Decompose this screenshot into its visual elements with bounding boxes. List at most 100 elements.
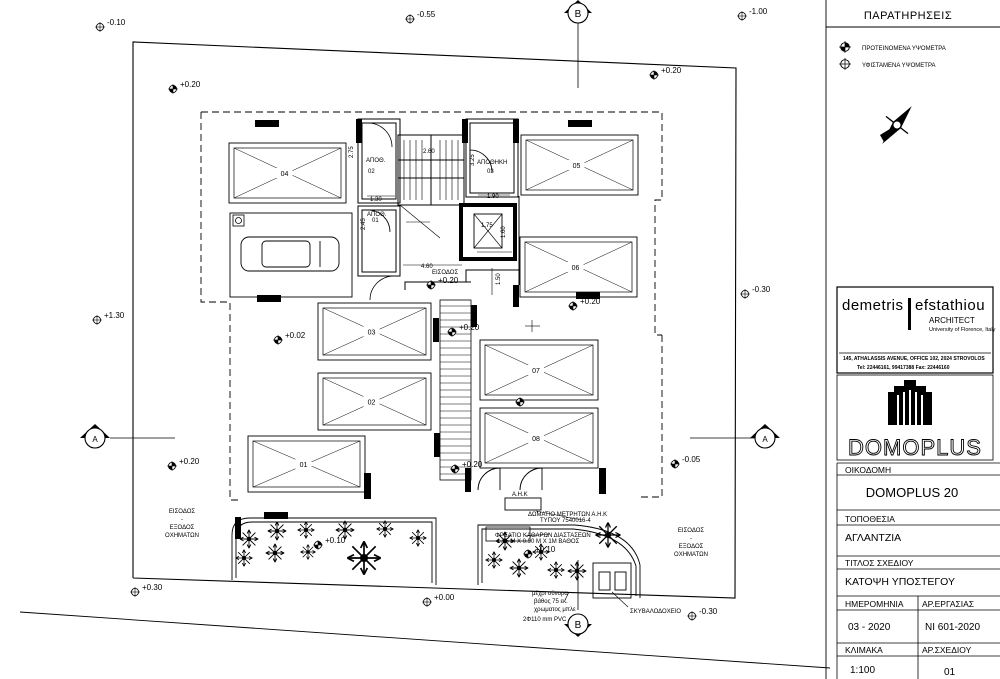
proposed-level-icon [447, 327, 457, 337]
meter-room [477, 467, 543, 511]
dim-2-75: 2.75 [349, 146, 355, 158]
architect-stamp: demetris efstathiou ARCHITECT University… [836, 286, 996, 374]
garden-plants [235, 520, 622, 581]
sheet-number-value: 01 [944, 667, 956, 678]
dimension-labels: 2.75 2.60 3.25 1.90 1.30 2.45 1.75 1.60 … [349, 146, 507, 285]
road-edge-line [19, 611, 831, 669]
level-value: -0.05 [682, 455, 701, 464]
existing-level-icon [92, 315, 102, 325]
architect-address: 145, ATHALASSIS AVENUE, OFFICE 102, 2024… [843, 356, 985, 362]
section-lines [110, 22, 755, 610]
structural-columns [235, 119, 606, 539]
location-label: ΤΟΠΟΘΕΣΙΑ [845, 514, 895, 524]
domoplus-wordmark: DOMOPLUS [848, 435, 982, 460]
level-value: +0.20 [459, 323, 480, 332]
pipe-note-3: χρωματος μπλε [534, 607, 576, 613]
dim-1-50: 1.50 [496, 273, 502, 285]
section-marker-a-right: A [750, 424, 780, 449]
annotation-leaders [367, 194, 629, 608]
level-value: +0.20 [180, 80, 201, 89]
left-entry-line-4: ΟΧΗΜΑΤΩΝ [165, 533, 199, 539]
store-02-name: ΑΠΟΘ. [366, 158, 386, 164]
parking-bay-number: 05 [573, 163, 581, 170]
right-entry-line-2: - [690, 536, 692, 542]
proposed-level-icon [450, 464, 460, 474]
architect-phones: Tel: 22446161, 99417388 Fax: 22446160 [857, 365, 950, 371]
level-value: -0.30 [699, 607, 718, 616]
stair-treads [399, 140, 459, 239]
level-value: -0.55 [417, 10, 436, 19]
existing-level-icon [740, 289, 750, 299]
job-number-label: ΑΡ.ΕΡΓΑΣΙΑΣ [922, 599, 974, 609]
architect-role: ARCHITECT [929, 316, 975, 325]
dim-2-45: 2.45 [361, 218, 367, 230]
existing-level-icon [687, 611, 697, 621]
accessible-parking-icon [232, 214, 245, 227]
parking-bay: 04 [228, 142, 347, 204]
refuse-store [592, 562, 632, 599]
location-value: ΑΓΛΑΝΤΖΙΑ [845, 532, 901, 544]
section-marker-b-top: B [564, 0, 592, 24]
store-02-number: 02 [368, 169, 375, 175]
title-block-text: ΟΙΚΟΔΟΜΗ DOMOPLUS 20 ΤΟΠΟΘΕΣΙΑ ΑΓΛΑΝΤΖΙΑ… [845, 465, 980, 678]
dim-1-60: 1.60 [501, 226, 507, 238]
dim-2-60: 2.60 [423, 149, 435, 155]
proposed-level-icon [649, 70, 659, 80]
section-b-top-label: B [575, 9, 582, 20]
lift-shaft [459, 203, 517, 261]
level-value: +1.30 [104, 311, 125, 320]
parking-bay-number: 03 [368, 330, 376, 337]
level-value: +0.20 [661, 66, 682, 75]
architect-last-name: efstathiou [915, 297, 985, 314]
level-value: -0.30 [752, 285, 771, 294]
building-outline [200, 111, 663, 501]
parked-car [229, 212, 353, 298]
level-value: -1.00 [749, 7, 768, 16]
parking-bay-number: 07 [532, 368, 540, 375]
level-value: +0.00 [434, 593, 455, 602]
service-notes: ΔΩΜΑΤΙΟ ΜΕΤΡΗΤΩΝ Α.Η.Κ ΤΥΠΟΥ 7540016-4 Φ… [495, 512, 681, 623]
refuse-store-label: ΣΚΥΒΑΛΟΔΟΧΕΙΟ [630, 609, 681, 615]
parking-bay: 03 [317, 302, 432, 361]
pipe-note-4: 2Φ110 mm PVC [523, 617, 567, 623]
left-entry-line-3: ΕΞΟΔΟΣ [170, 525, 195, 531]
meter-room-note-1: ΔΩΜΑΤΙΟ ΜΕΤΡΗΤΩΝ Α.Η.Κ [528, 512, 607, 518]
parking-bay: 07 [479, 339, 599, 401]
meter-room-note-2: ΤΥΠΟΥ 7540016-4 [540, 518, 591, 524]
existing-level-icon [422, 597, 432, 607]
building-value: DOMOPLUS 20 [866, 485, 958, 500]
north-arrow-tail-icon [880, 127, 893, 142]
store-01-number: 01 [372, 218, 379, 224]
room-labels: ΑΠΟΘ. 02 ΑΠΟΘ. 01 ΑΠΟΘΗΚΗ 03 ΕΙΣΟΔΟΣ Α.Η… [366, 158, 528, 498]
inspection-chamber [485, 526, 531, 542]
parking-bay: 02 [317, 372, 432, 431]
existing-level-legend-icon [839, 58, 851, 70]
north-arrow-icon [882, 106, 912, 144]
plot-boundary [132, 41, 737, 599]
section-a-right-label: A [762, 435, 768, 444]
job-number-value: NI 601-2020 [925, 622, 980, 633]
domoplus-logo: DOMOPLUS [836, 374, 994, 460]
meter-room-label: Α.Η.Κ [512, 492, 528, 498]
legend-panel: ΠΑΡΑΤΗΡΗΣΕΙΣ ΠΡΟΤΕΙΝΟΜΕΝΑ ΥΨΟΜΕΤΡΑ ΥΦΙΣΤ… [825, 0, 1000, 679]
legend-title: ΠΑΡΑΤΗΡΗΣΕΙΣ [864, 10, 952, 22]
core-walls [357, 118, 520, 301]
right-entry-line-3: ΕΞΟΔΟΣ [679, 544, 704, 550]
section-b-bottom-label: B [575, 620, 582, 631]
store-01-name: ΑΠΟΘ. [367, 212, 387, 218]
store-03-name: ΑΠΟΘΗΚΗ [477, 160, 507, 166]
proposed-level-icon [670, 459, 680, 469]
level-value: +0.20 [438, 276, 459, 285]
parking-bay: 06 [519, 236, 638, 298]
date-label: ΗΜΕΡΟΜΗΝΙΑ [845, 599, 904, 609]
right-entry-line-1: ΕΙΣΟΔΟΣ [678, 528, 704, 534]
parking-bay-number: 06 [572, 265, 580, 272]
parking-bay-number: 02 [368, 400, 376, 407]
dim-1-90: 1.90 [487, 194, 499, 200]
ramp-treads [440, 305, 471, 475]
level-value: +0.20 [179, 457, 200, 466]
dim-1-30: 1.30 [370, 197, 382, 203]
parking-bay: 01 [247, 435, 366, 493]
legend-existing-levels: ΥΦΙΣΤΑΜΕΝΑ ΥΨΟΜΕΤΡΑ [862, 63, 936, 69]
